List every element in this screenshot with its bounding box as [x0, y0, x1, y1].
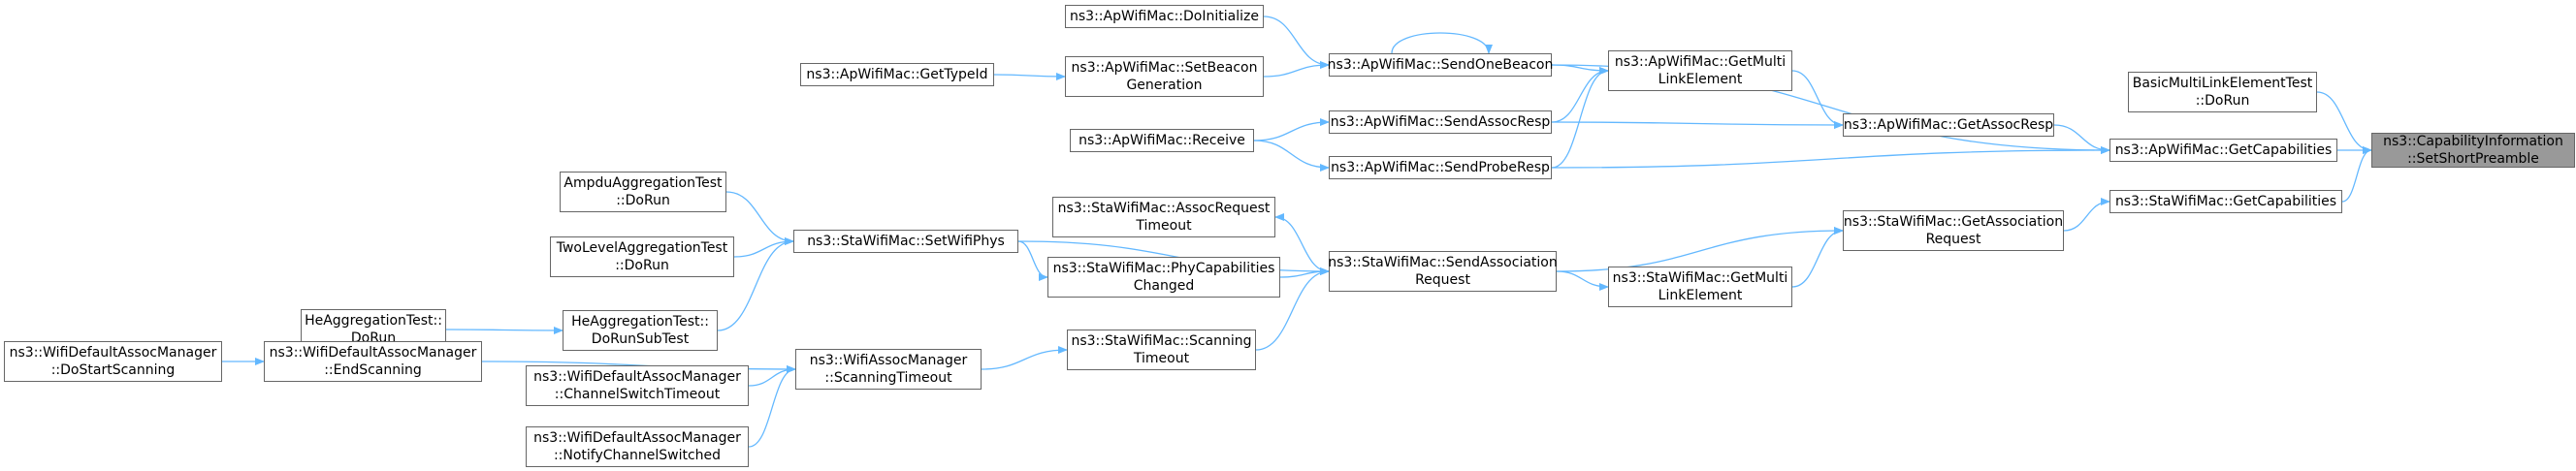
- node-label-line: ns3::ApWifiMac::GetTypeId: [806, 67, 988, 82]
- node-ap-doinit[interactable]: ns3::ApWifiMac::DoInitialize: [1065, 5, 1264, 28]
- node-label-line: ::DoRun: [2195, 93, 2250, 109]
- edge-ap-sendassocresp-to-ap-getassocresp: [1551, 120, 1844, 129]
- edge-ap-receive-to-ap-sendassocresp: [1253, 118, 1330, 141]
- edge-ap-setbeacongen-to-ap-sendonebeacon: [1263, 61, 1330, 78]
- node-label-line: DoRunSubTest: [591, 331, 690, 347]
- node-label-line: ns3::StaWifiMac::AssocRequest: [1057, 201, 1271, 216]
- node-label-line: HeAggregationTest::: [305, 313, 442, 329]
- node-ap-sendonebeacon[interactable]: ns3::ApWifiMac::SendOneBeacon: [1327, 53, 1554, 77]
- node-label-line: ns3::ApWifiMac::DoInitialize: [1070, 9, 1259, 24]
- node-sta-setwifiphys[interactable]: ns3::StaWifiMac::SetWifiPhys: [793, 230, 1018, 253]
- node-label-line: Generation: [1126, 78, 1203, 93]
- node-label-line: ns3::StaWifiMac::SetWifiPhys: [807, 234, 1005, 249]
- node-sta-getcaps[interactable]: ns3::StaWifiMac::GetCapabilities: [2109, 190, 2342, 213]
- node-label-line: ns3::StaWifiMac::GetMulti: [1612, 270, 1788, 286]
- node-ap-gettypeid[interactable]: ns3::ApWifiMac::GetTypeId: [800, 63, 994, 86]
- edge-ap-sendproberesp-to-ap-getcaps: [1551, 146, 2110, 169]
- edge-basic-mle-to-root: [2316, 91, 2372, 154]
- node-root: ns3::CapabilityInformation::SetShortPrea…: [2371, 133, 2575, 168]
- edge-ampdu-to-sta-setwifiphys: [725, 191, 794, 245]
- node-label-line: ::ChannelSwitchTimeout: [554, 387, 721, 402]
- node-basic-mle[interactable]: BasicMultiLinkElementTest::DoRun: [2128, 72, 2317, 112]
- node-def-notifychswitched[interactable]: ns3::WifiDefaultAssocManager::NotifyChan…: [526, 426, 749, 467]
- node-ampdu[interactable]: AmpduAggregationTest::DoRun: [560, 172, 726, 212]
- node-label-line: LinkElement: [1658, 72, 1743, 87]
- node-ap-getcaps[interactable]: ns3::ApWifiMac::GetCapabilities: [2109, 139, 2337, 162]
- node-label-line: ns3::CapabilityInformation: [2383, 134, 2563, 149]
- edge-assocmgr-scantimeout-to-sta-scantimeout: [981, 346, 1068, 370]
- edge-sta-getassocreq-to-sta-getcaps: [2063, 198, 2110, 232]
- edge-sta-getmulti-to-sta-getassocreq: [1791, 227, 1844, 288]
- node-label-line: ns3::ApWifiMac::GetMulti: [1614, 54, 1787, 70]
- node-label-line: ns3::WifiDefaultAssocManager: [533, 430, 741, 446]
- node-label-line: ns3::ApWifiMac::SetBeacon: [1071, 60, 1258, 76]
- node-label-line: ::DoRun: [615, 258, 669, 273]
- edge-sta-sendassocreq-to-sta-getmulti: [1556, 270, 1609, 291]
- node-label-line: ns3::ApWifiMac::SendAssocResp: [1330, 114, 1551, 130]
- node-label-line: ::DoStartScanning: [50, 362, 176, 378]
- node-label-line: ns3::WifiDefaultAssocManager: [269, 345, 477, 361]
- node-label-line: Timeout: [1136, 218, 1192, 234]
- node-label-line: ::EndScanning: [324, 362, 422, 378]
- node-label-line: ns3::ApWifiMac::SendOneBeacon: [1327, 57, 1554, 73]
- node-label-line: ns3::StaWifiMac::PhyCapabilities: [1052, 261, 1275, 276]
- node-ap-receive[interactable]: ns3::ApWifiMac::Receive: [1070, 129, 1254, 152]
- node-label-line: TwoLevelAggregationTest: [556, 240, 728, 256]
- node-label-line: Request: [1415, 272, 1470, 288]
- node-label-line: LinkElement: [1658, 288, 1743, 303]
- node-label-line: ns3::StaWifiMac::SendAssociation: [1328, 255, 1558, 270]
- node-label-line: ns3::ApWifiMac::SendProbeResp: [1331, 160, 1550, 175]
- node-label-line: Changed: [1133, 278, 1195, 294]
- node-label-line: ns3::ApWifiMac::GetCapabilities: [2114, 142, 2333, 158]
- node-ap-getassocresp[interactable]: ns3::ApWifiMac::GetAssocResp: [1843, 113, 2054, 137]
- node-label-line: BasicMultiLinkElementTest: [2132, 76, 2313, 91]
- node-label-line: ns3::StaWifiMac::GetAssociation: [1843, 214, 2064, 230]
- edge-sta-scantimeout-to-sta-sendassocreq: [1255, 267, 1330, 351]
- node-label-line: HeAggregationTest::: [571, 314, 709, 330]
- node-label-line: ns3::WifiAssocManager: [809, 353, 968, 368]
- edge-def-notifychswitched-to-assocmgr-scantimeout: [748, 365, 796, 448]
- edge-ap-doinit-to-ap-sendonebeacon: [1263, 16, 1330, 69]
- node-label-line: ::ScanningTimeout: [824, 370, 952, 386]
- node-def-chswitchtimeout[interactable]: ns3::WifiDefaultAssocManager::ChannelSwi…: [526, 365, 749, 406]
- node-label-line: ::NotifyChannelSwitched: [553, 448, 722, 463]
- node-label-line: ns3::StaWifiMac::Scanning: [1071, 333, 1252, 349]
- node-def-endscanning[interactable]: ns3::WifiDefaultAssocManager::EndScannin…: [264, 341, 482, 382]
- node-label-line: ns3::StaWifiMac::GetCapabilities: [2114, 194, 2337, 209]
- node-label-line: Request: [1925, 232, 1981, 247]
- edge-ap-gettypeid-to-ap-setbeacongen: [993, 72, 1066, 80]
- node-ap-sendassocresp[interactable]: ns3::ApWifiMac::SendAssocResp: [1329, 110, 1552, 134]
- node-label-line: ::SetShortPreamble: [2407, 151, 2539, 167]
- node-assocmgr-scantimeout[interactable]: ns3::WifiAssocManager::ScanningTimeout: [795, 349, 982, 390]
- node-label-line: ::DoRun: [616, 193, 670, 208]
- node-label-line: ns3::WifiDefaultAssocManager: [9, 345, 217, 361]
- node-he-dorunsub[interactable]: HeAggregationTest::DoRunSubTest: [563, 310, 718, 351]
- edge-sta-sendassocreq-to-sta-getassocreq: [1556, 227, 1844, 272]
- node-ap-sendproberesp[interactable]: ns3::ApWifiMac::SendProbeResp: [1329, 156, 1552, 179]
- node-label-line: ns3::ApWifiMac::GetAssocResp: [1843, 117, 2054, 133]
- edge-ap-sendonebeacon-to-ap-sendonebeacon: [1391, 32, 1493, 54]
- edge-ap-receive-to-ap-sendproberesp: [1253, 140, 1330, 172]
- node-label-line: ns3::WifiDefaultAssocManager: [533, 369, 741, 385]
- node-def-dostartscanning[interactable]: ns3::WifiDefaultAssocManager::DoStartSca…: [4, 341, 222, 382]
- node-label-line: ns3::ApWifiMac::Receive: [1079, 133, 1245, 148]
- node-label-line: Timeout: [1133, 351, 1190, 366]
- edge-ap-sendproberesp-to-ap-getmulti: [1551, 67, 1609, 169]
- node-label-line: AmpduAggregationTest: [564, 175, 723, 191]
- edge-sta-setwifiphys-to-sta-phycaps: [1017, 240, 1048, 281]
- edge-he-dorunsub-to-sta-setwifiphys: [717, 237, 794, 331]
- node-twolevel[interactable]: TwoLevelAggregationTest::DoRun: [550, 236, 734, 277]
